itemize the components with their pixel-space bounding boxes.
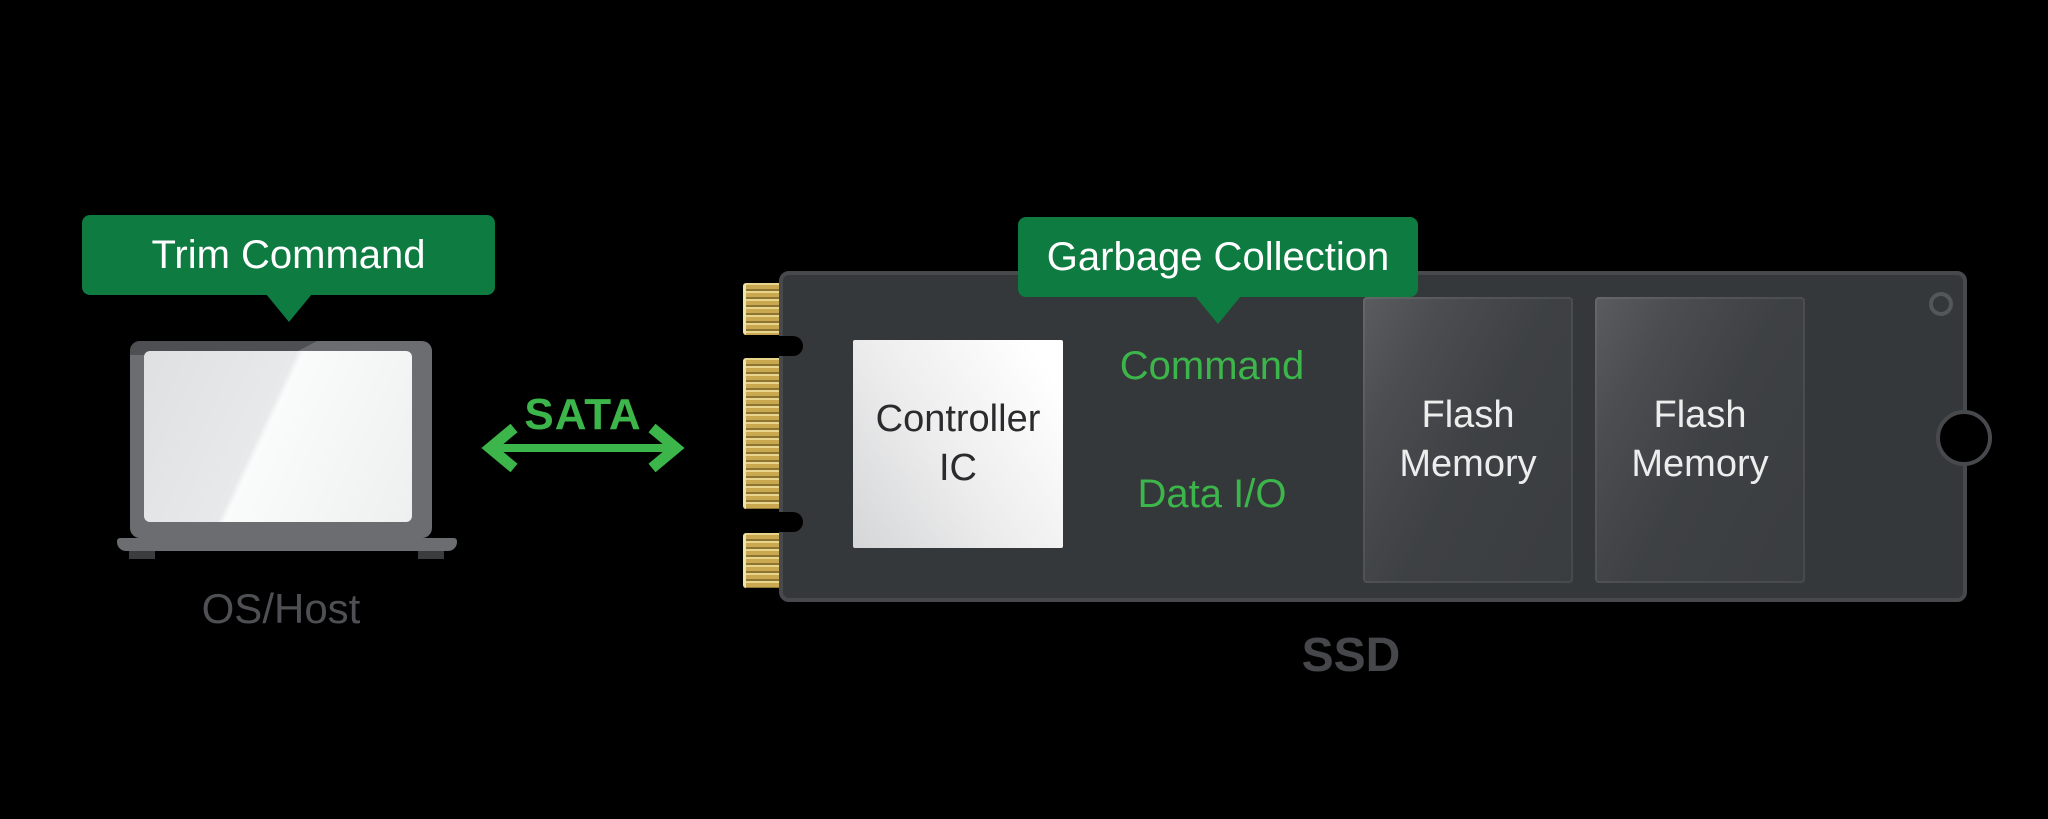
os-host-label: OS/Host xyxy=(201,585,361,632)
laptop-foot-left xyxy=(129,551,155,559)
trim-command-callout-label: Trim Command xyxy=(151,232,426,277)
callout-pointer xyxy=(1195,296,1241,324)
flash-label-line2: Memory xyxy=(1631,443,1769,485)
laptop-foot-right xyxy=(418,551,444,559)
flash-label-line1: Flash xyxy=(1421,393,1515,436)
ssd-connector-pins xyxy=(743,283,781,335)
callout-pointer xyxy=(265,294,312,322)
data-io-flow-label: Data I/O xyxy=(1137,472,1287,516)
command-flow-label: Command xyxy=(1119,344,1305,388)
ssd-connector-pins xyxy=(743,358,781,509)
sata-label: SATA xyxy=(524,390,642,439)
garbage-collection-callout: Garbage Collection xyxy=(1018,217,1418,324)
garbage-collection-callout-label: Garbage Collection xyxy=(1046,234,1390,279)
flash-label-line2: Memory xyxy=(1399,443,1537,485)
connector-key-notch xyxy=(765,336,803,356)
sata-bidirectional-arrow-icon xyxy=(481,423,685,473)
flash-memory-chip: Flash Memory xyxy=(1363,297,1573,583)
screw-hole-icon xyxy=(1929,292,1953,316)
connector-key-notch xyxy=(765,512,803,532)
flash-label-line1: Flash xyxy=(1653,393,1747,436)
flash-memory-chip: Flash Memory xyxy=(1595,297,1805,583)
controller-label-line1: Controller xyxy=(875,398,1041,441)
controller-ic-chip: Controller IC xyxy=(853,340,1063,548)
controller-label-line2: IC xyxy=(939,447,977,489)
ssd-connector-pins xyxy=(743,533,781,588)
laptop-screen xyxy=(144,351,412,522)
laptop-base xyxy=(117,538,457,551)
mounting-notch xyxy=(1936,410,1992,466)
ssd-label: SSD xyxy=(1301,629,1401,682)
trim-command-callout: Trim Command xyxy=(82,215,495,322)
